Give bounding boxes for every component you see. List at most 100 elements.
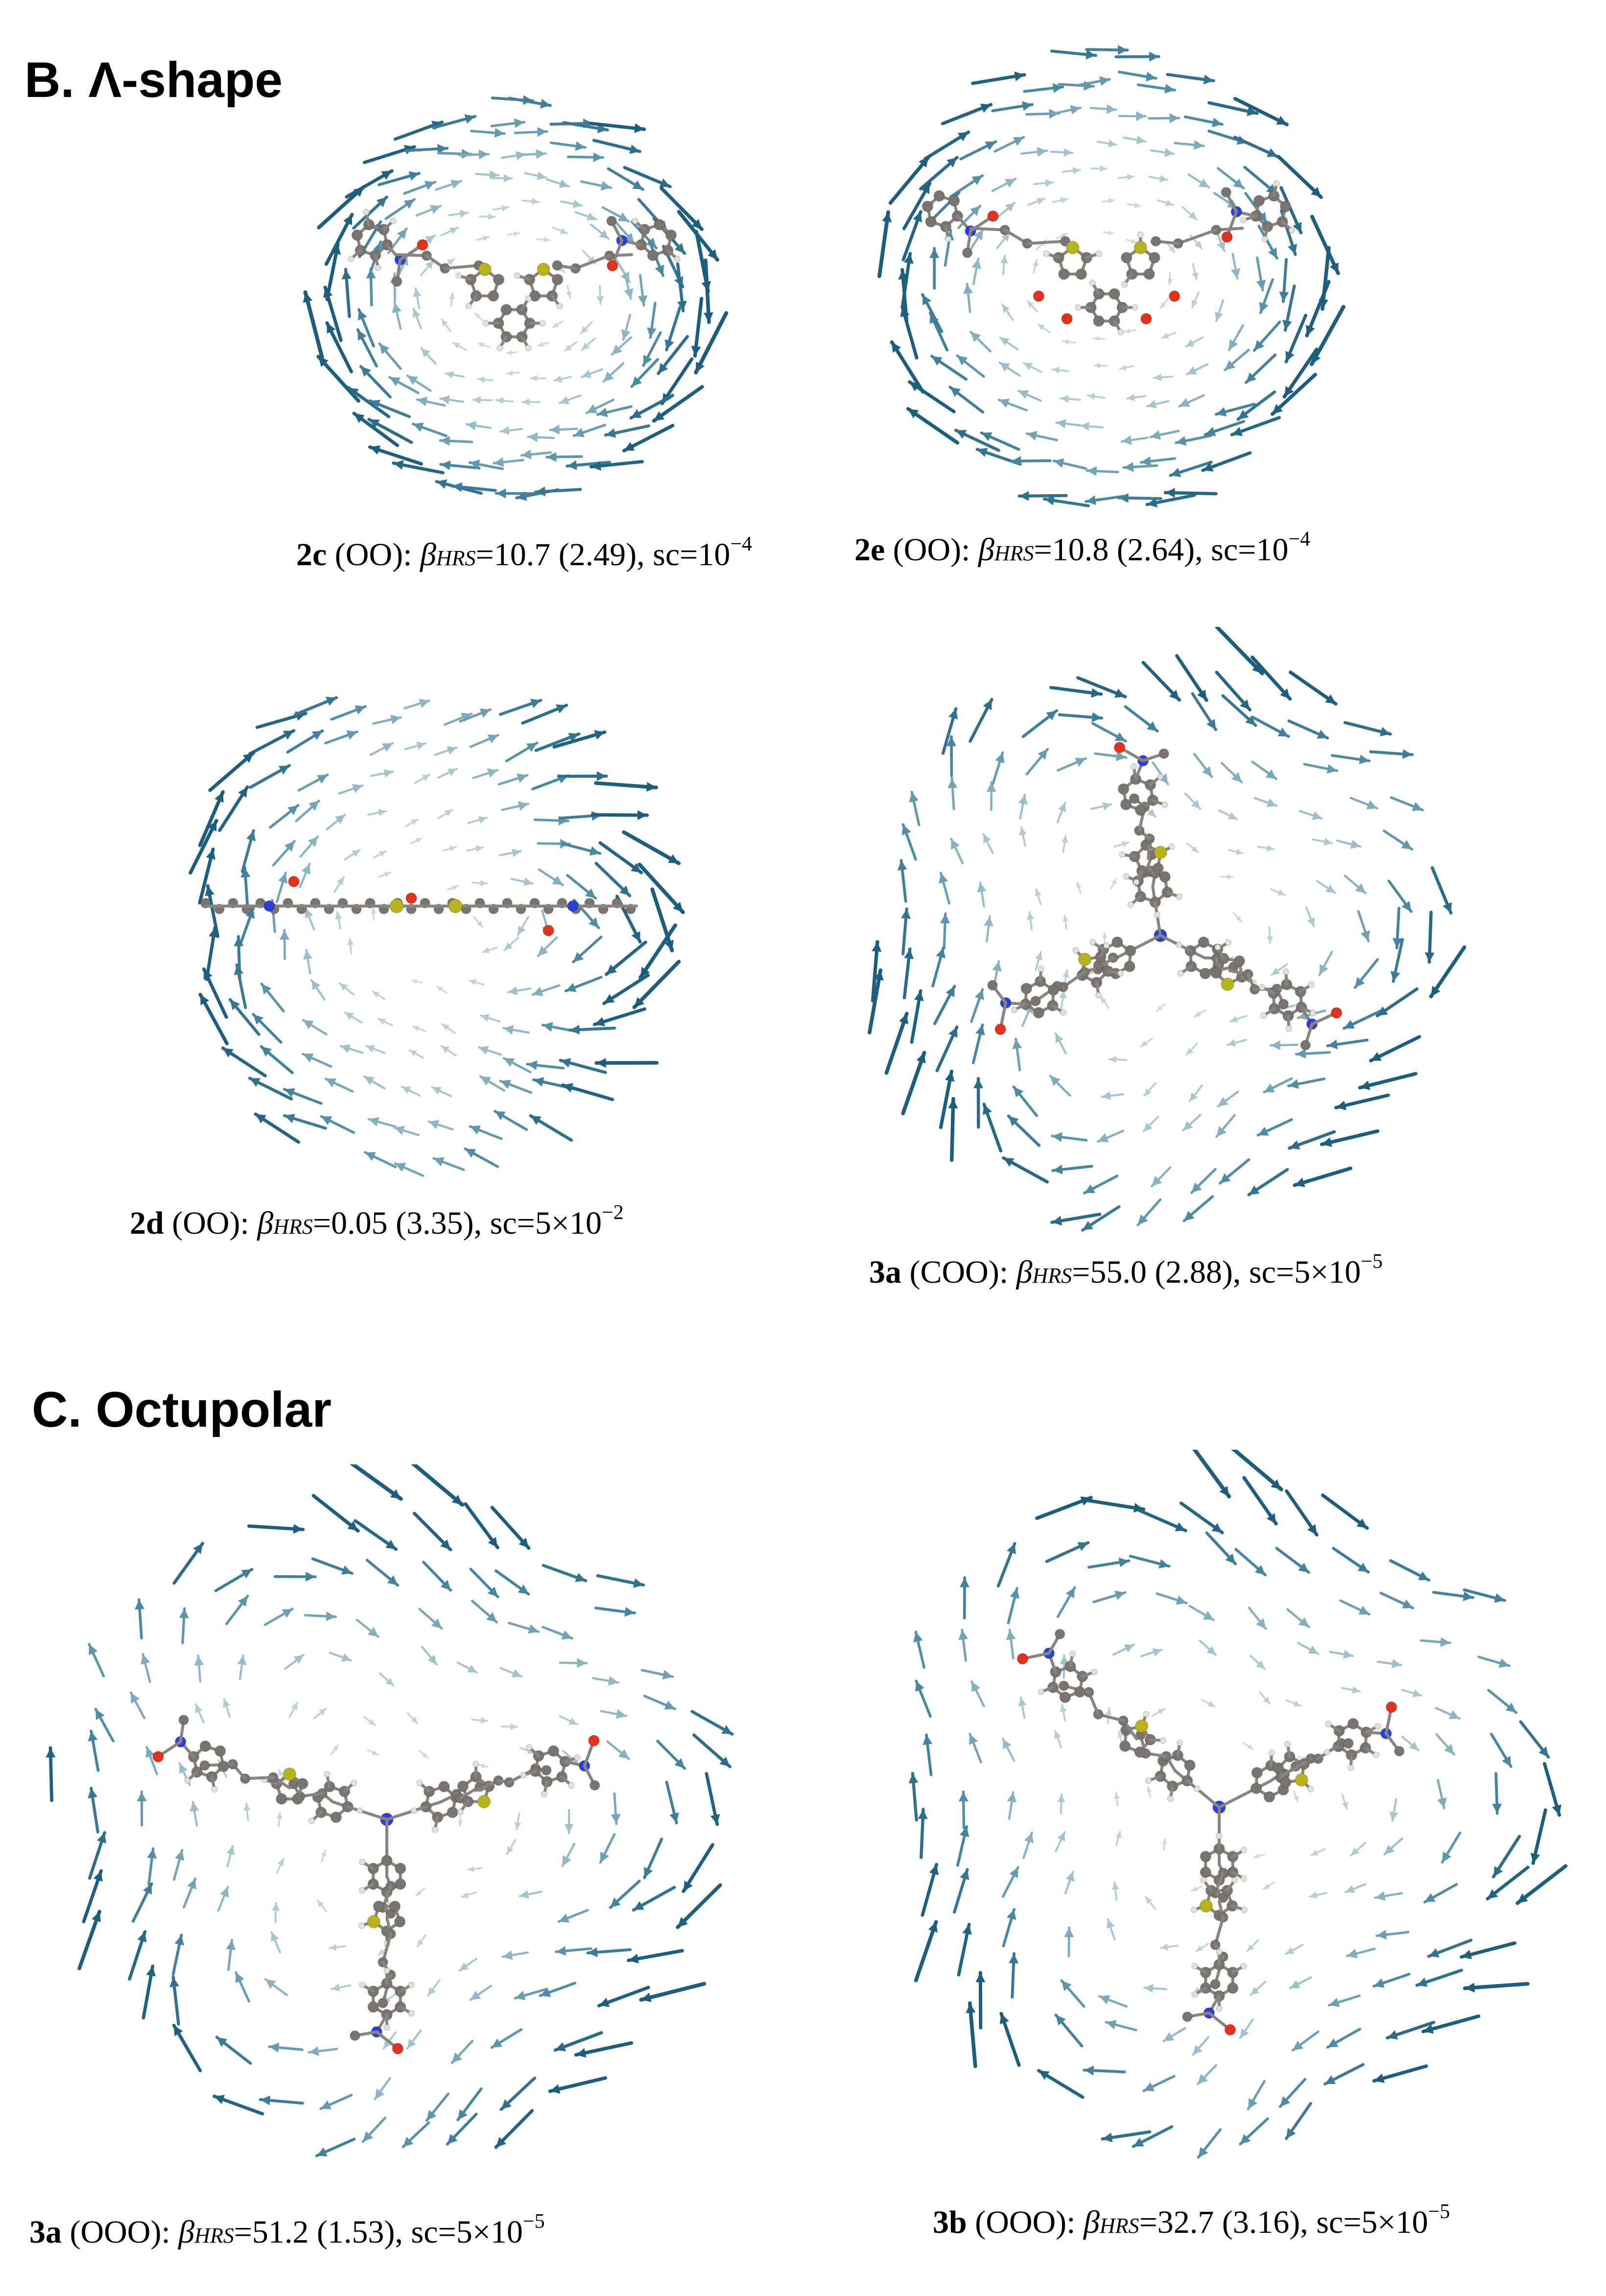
field-arrow-head: [1194, 1011, 1201, 1017]
field-arrow-head: [1170, 468, 1181, 478]
field-arrow-head: [960, 1826, 969, 1837]
field-arrow-head: [1417, 1977, 1428, 1987]
field-arrow-head: [1502, 1756, 1512, 1767]
hydrogen-atom: [351, 1779, 357, 1786]
field-arrow-head: [413, 1026, 420, 1032]
field-arrow-head: [389, 377, 401, 386]
hydrogen-atom: [308, 1818, 315, 1824]
field-arrow-head: [1196, 1945, 1204, 1952]
field-arrow-head: [203, 969, 213, 980]
field-arrow-head: [526, 742, 537, 752]
field-arrow-head: [1056, 2015, 1066, 2026]
field-arrow-head: [464, 114, 475, 124]
field-arrow-head: [958, 1629, 968, 1640]
field-arrow-head: [311, 980, 321, 990]
field-arrow-head: [1165, 199, 1173, 207]
field-arrow-head: [1087, 393, 1095, 400]
field-arrow-head: [1211, 118, 1223, 127]
field-arrow-head: [451, 1495, 463, 1505]
hydrogen-atom: [465, 303, 472, 310]
field-arrow-head: [1018, 1697, 1027, 1707]
field-arrow-head: [573, 952, 584, 962]
field-arrow-head: [1188, 212, 1197, 220]
field-arrow-head: [536, 149, 546, 159]
field-arrow-head: [1062, 915, 1069, 922]
field-arrow-head: [939, 873, 948, 884]
field-arrow-head: [283, 730, 294, 740]
field-arrow-head: [230, 999, 240, 1010]
field-arrow-head: [1517, 1893, 1528, 1903]
field-arrow-head: [1285, 1947, 1295, 1954]
field-arrow-head: [507, 370, 513, 376]
field-arrow-head: [559, 1913, 570, 1923]
field-arrow: [1233, 96, 1289, 126]
field-arrow-head: [610, 1897, 621, 1908]
field-arrow-head: [1256, 1660, 1265, 1669]
field-arrow-head: [278, 873, 288, 884]
field-arrow-head: [605, 428, 616, 438]
field-arrow-head: [460, 713, 472, 722]
field-arrow-head: [710, 1814, 720, 1824]
carbon-atom: [647, 249, 659, 261]
field-arrow-head: [1059, 990, 1067, 999]
field-arrow-head: [1290, 1980, 1300, 1988]
carbon-atom: [457, 1780, 469, 1792]
field-arrow-head: [1038, 749, 1048, 760]
field-arrow-head: [1163, 2032, 1175, 2041]
field-arrow-head: [1296, 1049, 1306, 1059]
field-arrow-head: [1464, 1983, 1475, 1993]
field-arrow-head: [496, 2137, 506, 2148]
field-arrow-head: [1253, 1853, 1260, 1859]
field-arrow-head: [719, 1756, 730, 1767]
hydrogen-atom: [1043, 250, 1050, 257]
field-arrow-head: [973, 1078, 984, 1088]
field-arrow-head: [1115, 1831, 1122, 1839]
field-arrow-head: [307, 837, 318, 847]
field-arrow-head: [378, 1018, 386, 1025]
field-arrow-head: [995, 752, 1005, 764]
field-arrow-head: [975, 1972, 986, 1983]
hydrogen-atom: [1241, 1906, 1248, 1913]
field-arrow-head: [1277, 727, 1289, 737]
field-arrow-head: [1312, 811, 1322, 820]
field-arrow-head: [397, 228, 407, 239]
field-arrow-head: [96, 1833, 106, 1843]
field-arrow-head: [1061, 197, 1068, 204]
field-arrow-head: [1108, 140, 1116, 147]
field-arrow-head: [440, 395, 450, 405]
field-arrow-head: [1147, 498, 1157, 508]
field-arrow-head: [219, 1887, 229, 1898]
bond: [395, 253, 428, 257]
field-arrow-head: [1102, 1091, 1111, 1100]
field-arrow-head: [1198, 178, 1209, 188]
carbon-atom: [665, 229, 677, 241]
hydrogen-atom: [1157, 773, 1164, 780]
hydrogen-atom: [211, 1786, 218, 1793]
field-arrow-head: [1254, 340, 1265, 351]
carbon-atom: [1210, 1979, 1221, 1989]
field-arrow-head: [1272, 967, 1280, 975]
carbon-atom: [378, 1998, 388, 2009]
field-arrow-head: [1152, 1175, 1162, 1186]
field-arrow-head: [518, 801, 528, 811]
panel-graphic: [303, 95, 729, 501]
field-arrow-head: [591, 461, 601, 471]
field-arrow-head: [1149, 51, 1159, 62]
field-arrow-head: [963, 284, 973, 294]
field-arrow-head: [436, 479, 448, 489]
field-arrow-head: [269, 2042, 280, 2053]
carbon-atom: [552, 260, 563, 271]
field-arrow-head: [1227, 874, 1233, 880]
field-arrow-head: [1147, 809, 1156, 817]
field-arrow-head: [1154, 373, 1162, 382]
field-arrow-head: [237, 1596, 248, 1607]
field-arrow-head: [1215, 311, 1224, 321]
field-arrow-head: [226, 1940, 236, 1950]
carbon-atom: [1143, 268, 1155, 280]
hydrogen-atom: [1191, 1962, 1198, 1969]
field-arrow-head: [1106, 104, 1116, 114]
field-arrow-head: [189, 1802, 199, 1812]
field-arrow-head: [608, 1676, 618, 1686]
field-arrow-head: [1037, 197, 1045, 205]
hydrogen-atom: [1216, 2005, 1223, 2012]
